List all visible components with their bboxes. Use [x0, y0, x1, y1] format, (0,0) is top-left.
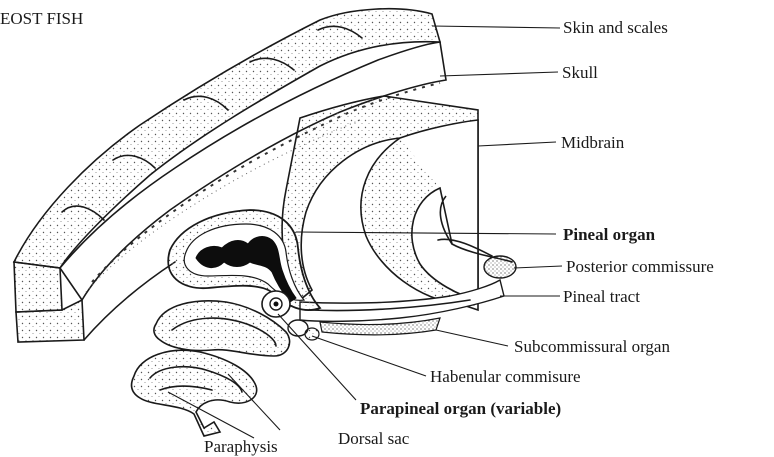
label-subcommissural-organ: Subcommissural organ	[514, 337, 670, 356]
label-midbrain: Midbrain	[561, 133, 625, 152]
paraphysis	[132, 350, 257, 436]
label-posterior-commissure: Posterior commissure	[566, 257, 714, 276]
midbrain	[282, 96, 512, 310]
label-habenular-commisure: Habenular commisure	[430, 367, 581, 386]
figure-title: EOST FISH	[0, 9, 83, 28]
parapineal-organ	[262, 291, 290, 317]
label-skull: Skull	[562, 63, 598, 82]
label-parapineal-organ: Parapineal organ (variable)	[360, 399, 561, 418]
posterior-commissure	[484, 256, 516, 278]
label-skin-and-scales: Skin and scales	[563, 18, 668, 37]
label-pineal-tract: Pineal tract	[563, 287, 640, 306]
label-pineal-organ: Pineal organ	[563, 225, 656, 244]
label-dorsal-sac: Dorsal sac	[338, 429, 410, 448]
label-paraphysis: Paraphysis	[204, 437, 278, 456]
